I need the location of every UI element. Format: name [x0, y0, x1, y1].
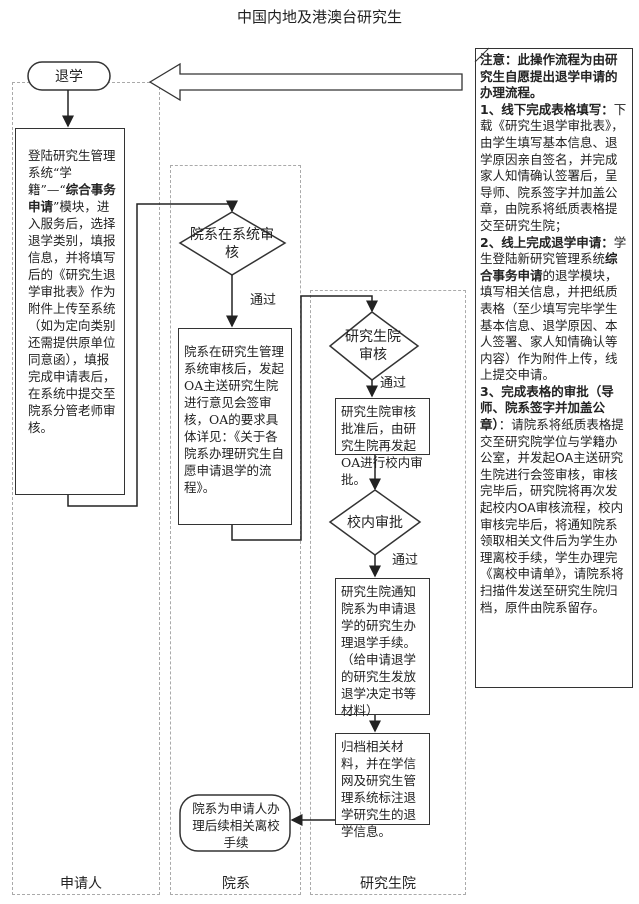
end-terminal	[179, 794, 291, 852]
archive-box: 归档相关材料，并在学信网及研究生管理系统标注退学研究生的退学信息。	[335, 733, 430, 839]
text: 学生登陆新研究管理系统	[480, 234, 627, 267]
dept-oa-box: 院系在研究生管理系统审核后，发起OA主送研究生院进行意见会签审核，OA的要求具体…	[178, 328, 292, 525]
pass-label: 通过	[250, 293, 277, 308]
notes-step2-title: 2、线上完成退学申请：	[480, 234, 614, 250]
lane-label-graduate-school: 研究生院	[360, 876, 416, 892]
lane-label-department: 院系	[222, 876, 250, 892]
notes-box: 注意：此操作流程为由研究生自愿提出退学申请的办理流程。 1、线下完成表格填写：下…	[475, 48, 633, 688]
start-label: 退学	[55, 69, 83, 85]
gs-review-label: 研究生院审核	[345, 329, 401, 363]
text: ”模块，进入服务后，选择退学类别，填报信息，并将填写后的《研究生退学审批表》作为…	[28, 199, 116, 435]
diagram-title: 中国内地及港澳台研究生	[236, 8, 402, 26]
final-step-label: 院系为申请人办理后续相关离校手续	[192, 801, 280, 850]
lane-label-applicant: 申请人	[60, 876, 102, 892]
pass-label: 通过	[380, 376, 407, 391]
bold-text: 综合事务申请	[480, 251, 618, 283]
school-review-label: 校内审批	[347, 515, 403, 531]
notes-step1-body: 下载《研究生退学审批表》，由学生填写基本信息、退学原因亲自签名，并完成家人知情确…	[480, 101, 627, 233]
text: 登陆研究生管理系统“学籍”—“	[28, 148, 116, 197]
bold-text: 综合事务申请	[28, 182, 116, 214]
big-left-arrow	[148, 62, 463, 102]
text: 的退学模块，填写相关信息，并把纸质表格（至少填写完毕学生基本信息、退学原因、本人…	[480, 267, 618, 383]
pass-label: 通过	[392, 553, 419, 568]
dept-review-label: 院系在系统审核	[190, 227, 274, 261]
notify-dept-box: 研究生院通知院系为申请退学的研究生办理退学手续。（给申请退学的研究生发放退学决定…	[335, 578, 430, 718]
lane-graduate-school	[310, 290, 466, 895]
notes-step1-title: 1、线下完成表格填写：	[480, 101, 614, 117]
notes-intro: 注意：此操作流程为由研究生自愿提出退学申请的办理流程。	[480, 52, 618, 101]
notes-step3-body: ：请院系将纸质表格提交至研究院学位与学籍办公室，并发起OA主送研究生院进行会签审…	[480, 417, 624, 615]
notes-step3-title: 3、完成表格的审批（导师、院系签字并加盖公章）	[480, 383, 614, 433]
start-terminal	[27, 61, 111, 91]
applicant-submit-box: 登陆研究生管理系统“学籍”—“综合事务申请”模块，进入服务后，选择退学类别，填报…	[15, 128, 125, 495]
gs-approve-box: 研究生院审核批准后，由研究生院再发起OA进行校内审批。	[335, 398, 430, 487]
